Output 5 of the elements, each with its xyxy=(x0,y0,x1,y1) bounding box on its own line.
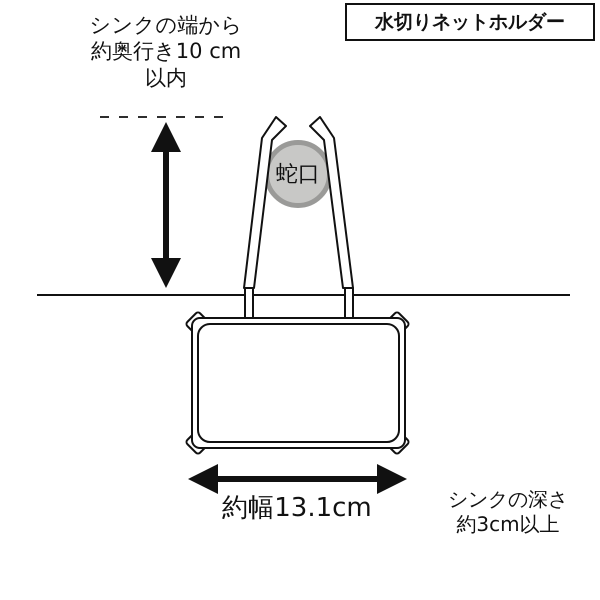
dimension-label: シンクの端から約奥行き10 cm以内 xyxy=(88,12,244,91)
title-heading: 水切りネットホルダー xyxy=(345,3,595,41)
faucet-label: 蛇口 xyxy=(276,161,320,189)
dimension-label: 約幅13.1cm xyxy=(221,492,373,524)
dimension-label: シンクの深さ約3cm以上 xyxy=(447,487,569,537)
